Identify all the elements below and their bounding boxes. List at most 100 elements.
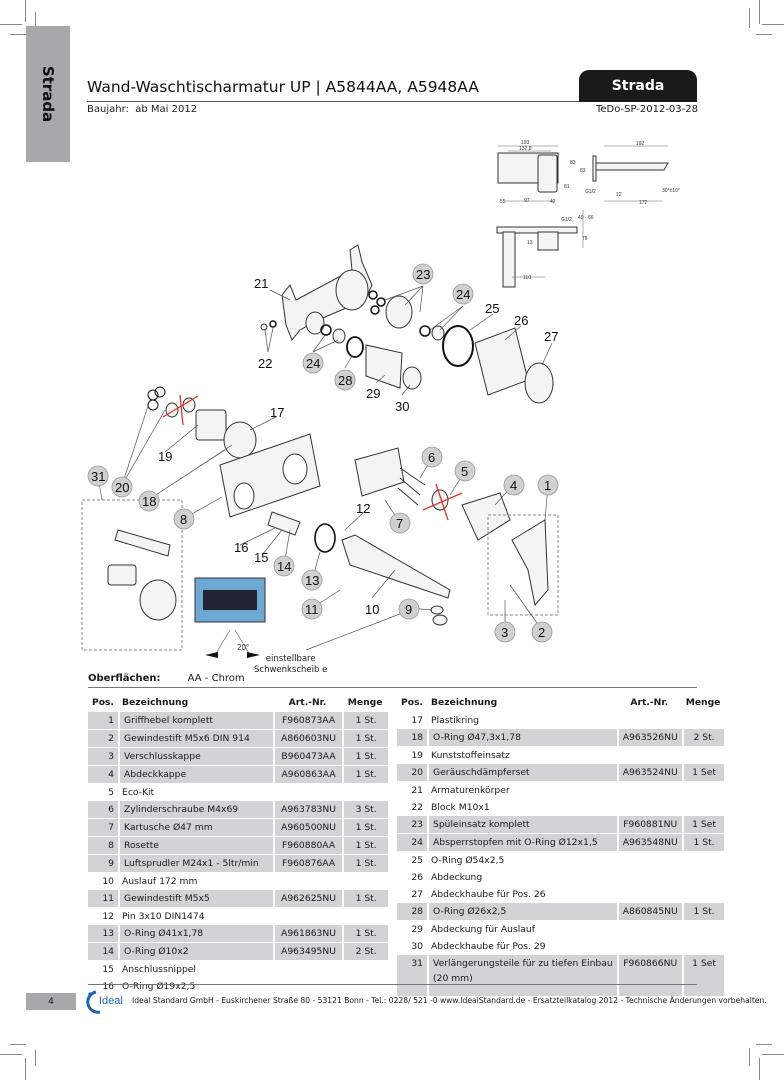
row-qty: 1 St.	[342, 819, 388, 837]
baujahr-value: ab Mai 2012	[135, 104, 198, 115]
row-art-nr: A963524NU	[616, 764, 682, 782]
dimension-drawing: 193 132,8 192 83 83 81 G1/2 12 55 97 42 …	[496, 140, 680, 288]
row-art-nr: F960880AA	[272, 837, 343, 855]
row-pos: 25	[411, 855, 424, 866]
part-22	[260, 323, 268, 331]
callout-12: 12	[356, 501, 370, 516]
crop-mark	[749, 1048, 750, 1066]
dim-label: 132,8	[519, 146, 532, 152]
row-pos: 19	[411, 750, 424, 761]
swing-label-line2: Schwenkscheib e	[254, 665, 328, 675]
row-pos: 11	[88, 890, 119, 908]
callout-21: 21	[254, 276, 268, 291]
col-name: Bezeichnung	[122, 697, 189, 708]
callout-28: 28	[338, 373, 352, 388]
dim-label: 172	[639, 200, 648, 206]
row-qty: 1 St.	[681, 834, 725, 852]
dim-label: G1/2	[585, 189, 596, 195]
row-qty: 1 St.	[342, 890, 388, 908]
row-art-nr: B960473AA	[272, 748, 343, 766]
row-art-nr: A860845NU	[616, 903, 682, 921]
row-qty	[342, 961, 388, 978]
row-name: Verschlusskappe	[118, 748, 273, 766]
callout-27: 27	[544, 329, 558, 344]
row-name: Zylinderschraube M4x69	[118, 801, 273, 819]
row-art-nr	[617, 921, 682, 938]
crop-mark	[25, 0, 26, 22]
table-row: 15 Anschlussnippel	[88, 961, 388, 978]
dim-label: 55	[500, 199, 506, 205]
row-qty	[342, 908, 388, 925]
row-name: Anschlussnippel	[122, 964, 196, 975]
row-qty	[682, 747, 725, 764]
row-name-line1: Verlängerungsteile für zu tiefen Einbau	[433, 958, 613, 969]
surface-finish: Oberflächen: AA - Chrom	[88, 673, 245, 684]
callout-17: 17	[270, 405, 284, 420]
part-30	[402, 366, 422, 390]
dim-label: 12	[616, 192, 622, 198]
row-pos: 1	[88, 712, 119, 730]
dim-label: 192	[636, 141, 645, 147]
part-24a	[332, 328, 346, 344]
dim-label: 97	[524, 198, 530, 204]
row-art-nr	[273, 873, 343, 890]
logo-text: Ideal	[99, 995, 123, 1007]
row-pos: 16	[102, 981, 115, 992]
row-qty: 1 Set	[681, 955, 725, 997]
row-qty	[342, 978, 388, 995]
row-art-nr	[617, 712, 682, 729]
callout-20: 20	[115, 480, 129, 495]
row-art-nr	[273, 908, 343, 925]
row-name: Block M10x1	[431, 802, 490, 813]
row-art-nr	[617, 782, 682, 799]
part-21-socket	[335, 269, 369, 311]
callout-22: 22	[258, 356, 272, 371]
crop-mark	[10, 34, 26, 35]
crop-mark	[10, 1044, 26, 1045]
row-pos: 2	[88, 730, 119, 748]
row-name: Abdeckung	[431, 872, 483, 883]
callout-3: 3	[501, 625, 508, 640]
callout-5: 5	[461, 464, 468, 479]
swing-label-line1: einstellbare	[265, 654, 316, 664]
row-art-nr	[273, 961, 343, 978]
row-art-nr: A963783NU	[272, 801, 343, 819]
row-art-nr: F960866NU	[616, 955, 682, 997]
row-pos: 26	[411, 872, 424, 883]
doc-id: TeDo-SP-2012-03-28	[595, 104, 698, 115]
dim-label: 81	[564, 184, 570, 190]
valve-body-assembly	[260, 244, 554, 404]
row-qty: 2 St.	[342, 943, 388, 961]
row-pos: 9	[88, 855, 119, 873]
row-qty: 1 Set	[681, 764, 725, 782]
callout-25: 25	[485, 301, 499, 316]
row-art-nr: A961863NU	[272, 925, 343, 943]
dim-spout-top	[502, 231, 516, 288]
part-29	[365, 344, 403, 389]
row-pos: 12	[102, 911, 115, 922]
dim-label: 193	[521, 140, 530, 146]
row-name: Gewindestift M5x6 DIN 914	[118, 730, 273, 748]
crop-mark	[756, 34, 772, 35]
row-pos: 24	[397, 834, 428, 852]
part-13	[314, 523, 336, 553]
dim-label: 78	[582, 236, 588, 242]
row-art-nr	[617, 938, 682, 955]
row-pos: 13	[88, 925, 119, 943]
side-tab-label: Strada	[39, 65, 57, 123]
row-pos: 10	[102, 876, 115, 887]
row-qty	[342, 784, 388, 801]
callout-6: 6	[428, 450, 435, 465]
row-pos: 15	[102, 964, 115, 975]
part-24b	[431, 325, 445, 341]
